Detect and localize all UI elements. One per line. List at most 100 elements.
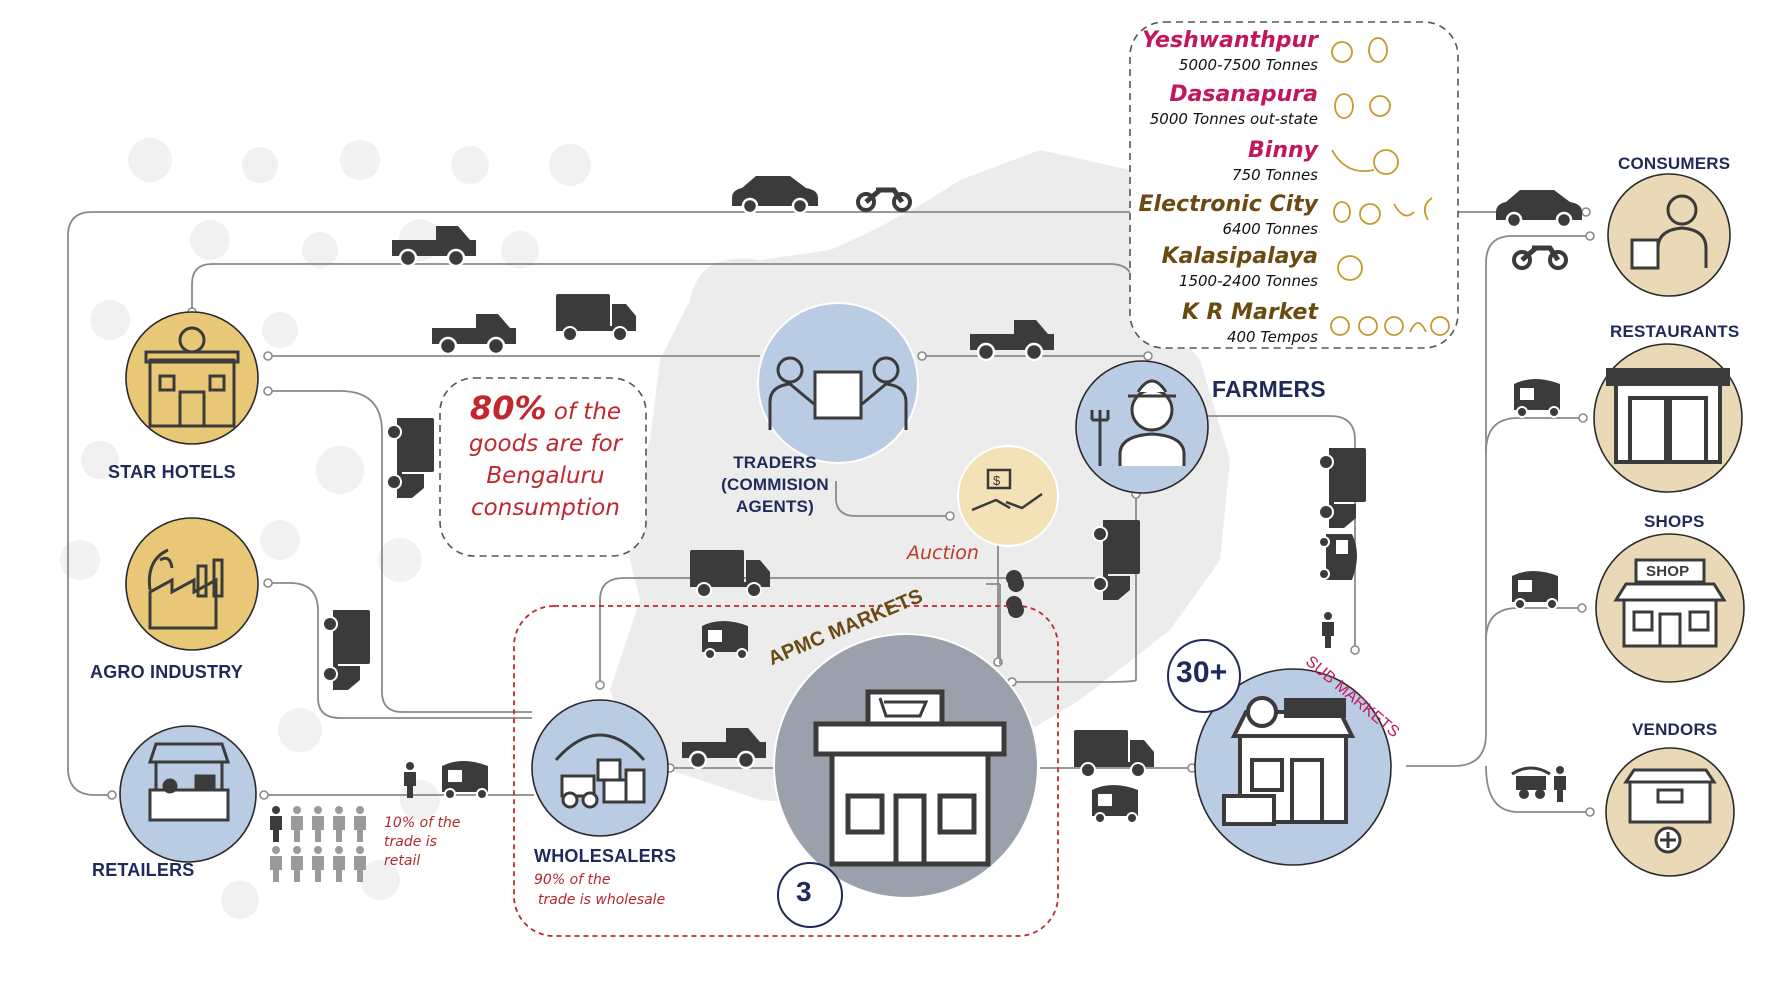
- restaurant-front-icon: [1606, 368, 1730, 464]
- grapes-icon: [1358, 316, 1378, 336]
- agro-industry-label: AGRO INDUSTRY: [90, 662, 243, 682]
- auto-rickshaw-icon: [1318, 533, 1358, 581]
- vendors-node: [1605, 747, 1735, 877]
- truck-icon: [322, 609, 371, 691]
- banana-icon: [1331, 149, 1375, 172]
- market-name: Kalasipalaya: [1161, 244, 1318, 269]
- vegetables-icon: [1337, 255, 1363, 281]
- shop-icon: [1613, 558, 1727, 648]
- wholesalers-node: [531, 699, 669, 837]
- car-icon: [730, 174, 820, 215]
- onion-icon: [1369, 95, 1391, 117]
- restaurants-node: [1593, 343, 1743, 493]
- wholesalers-label: WHOLESALERS: [534, 846, 677, 866]
- store-icon: [1222, 696, 1356, 826]
- market-quantity: 1500-2400 Tonnes: [1178, 272, 1318, 290]
- vendors-label: VENDORS: [1632, 720, 1718, 739]
- shop-sign-text: SHOP: [1646, 563, 1690, 580]
- svg-text:$: $: [993, 473, 1001, 488]
- motorbike-icon: [1514, 248, 1566, 268]
- traders-label-line: AGENTS): [736, 497, 814, 516]
- farmers-label: FARMERS: [1212, 376, 1326, 402]
- consumers-label: CONSUMERS: [1618, 154, 1731, 173]
- consumption-share-percent: 80%: [469, 389, 547, 427]
- auction-label: Auction: [907, 542, 979, 564]
- market-name: K R Market: [1181, 300, 1318, 325]
- market-building-icon: [813, 689, 1007, 867]
- consumption-note-box: [439, 377, 647, 557]
- auto-rickshaw-icon: [1091, 784, 1139, 824]
- truck-icon: [1318, 447, 1367, 529]
- wholesale-share-note: 90% of the trade is wholesale: [534, 870, 665, 910]
- traders-label-line: (COMMISION: [721, 475, 829, 494]
- wholesale-share-text: 90% of the: [534, 872, 611, 888]
- hotel-building-icon: [144, 326, 240, 428]
- retailers-label: RETAILERS: [92, 860, 195, 880]
- market-quantity: 6400 Tonnes: [1222, 220, 1319, 238]
- consumption-share-text: goods are for: [468, 431, 623, 457]
- auction-connector-nodes: [986, 576, 1024, 664]
- sub-markets-count: 30+: [1176, 656, 1228, 689]
- restaurants-label: RESTAURANTS: [1610, 322, 1740, 341]
- farmer-icon: [1090, 379, 1186, 466]
- auto-rickshaw-icon: [441, 760, 489, 800]
- sub-markets-node: [1167, 639, 1392, 866]
- motorbike-icon: [858, 190, 910, 210]
- warehouse-icon: [554, 733, 646, 809]
- market-name: Dasanapura: [1169, 82, 1318, 107]
- money-exchange-icon: $: [971, 468, 1043, 512]
- traders-label: TRADERS (COMMISION AGENTS): [700, 452, 850, 518]
- star-hotels-label: STAR HOTELS: [108, 462, 236, 482]
- apmc-count: 3: [796, 876, 812, 907]
- market-quantity: 750 Tonnes: [1232, 166, 1318, 184]
- consumption-share-note: 80% of the goods are for Bengaluru consu…: [448, 392, 643, 524]
- traders-label-line: TRADERS: [733, 453, 817, 472]
- retail-share-note: 10% of the trade is retail: [384, 814, 461, 871]
- consumption-share-text: of the: [546, 399, 622, 425]
- market-quantity: 5000 Tonnes out-state: [1149, 110, 1318, 128]
- fruit-icon: [1430, 316, 1450, 336]
- auto-rickshaw-icon: [1513, 378, 1561, 418]
- shops-node: [1595, 533, 1745, 683]
- truck-icon: [1073, 729, 1155, 778]
- truck-icon: [386, 417, 435, 499]
- sub-markets-count-badge: [1167, 639, 1241, 713]
- market-quantity: 400 Tempos: [1226, 328, 1318, 346]
- chili-icon: [1423, 197, 1433, 221]
- cabbage-icon: [1330, 316, 1350, 336]
- grapes-icon: [1359, 203, 1381, 225]
- factory-icon: [147, 548, 224, 630]
- market-quantity: 5000-7500 Tonnes: [1178, 56, 1318, 74]
- wholesale-share-text: trade is wholesale: [538, 892, 666, 908]
- onion-icon: [1331, 41, 1353, 63]
- car-icon: [1494, 188, 1584, 229]
- market-stall-icon: [147, 742, 231, 822]
- handshake-icon: [768, 356, 908, 430]
- agro-industry-node: [125, 517, 259, 651]
- market-name: Binny: [1248, 138, 1318, 163]
- auto-rickshaw-icon: [1511, 570, 1559, 610]
- porter-icon: [1322, 612, 1334, 648]
- farmers-node: [1075, 360, 1209, 494]
- cabbage-icon: [1373, 149, 1399, 175]
- people-grid-icon: [270, 806, 366, 882]
- shopper-icon: [1630, 194, 1708, 270]
- pickup-truck-icon: [430, 312, 518, 356]
- consumers-node: [1607, 173, 1731, 297]
- retail-share-text: 10% of the: [384, 815, 461, 831]
- produce-icons: [1330, 37, 1450, 336]
- apmc-markets-box: [513, 605, 1059, 937]
- cart-vendor-icon: [1511, 766, 1566, 802]
- tomato-icon: [1384, 316, 1404, 336]
- retail-share-text: retail: [384, 853, 421, 869]
- potato-icon: [1368, 37, 1388, 63]
- consumption-share-text: Bengaluru: [486, 463, 605, 489]
- market-name: Electronic City: [1138, 192, 1318, 217]
- market-name: Yeshwanthpur: [1141, 28, 1318, 53]
- auction-node: $: [957, 445, 1059, 547]
- traders-node: [757, 302, 919, 464]
- apmc-markets-node: [773, 633, 1039, 928]
- banana-icon: [1393, 203, 1415, 217]
- chili-icon: [1409, 322, 1427, 333]
